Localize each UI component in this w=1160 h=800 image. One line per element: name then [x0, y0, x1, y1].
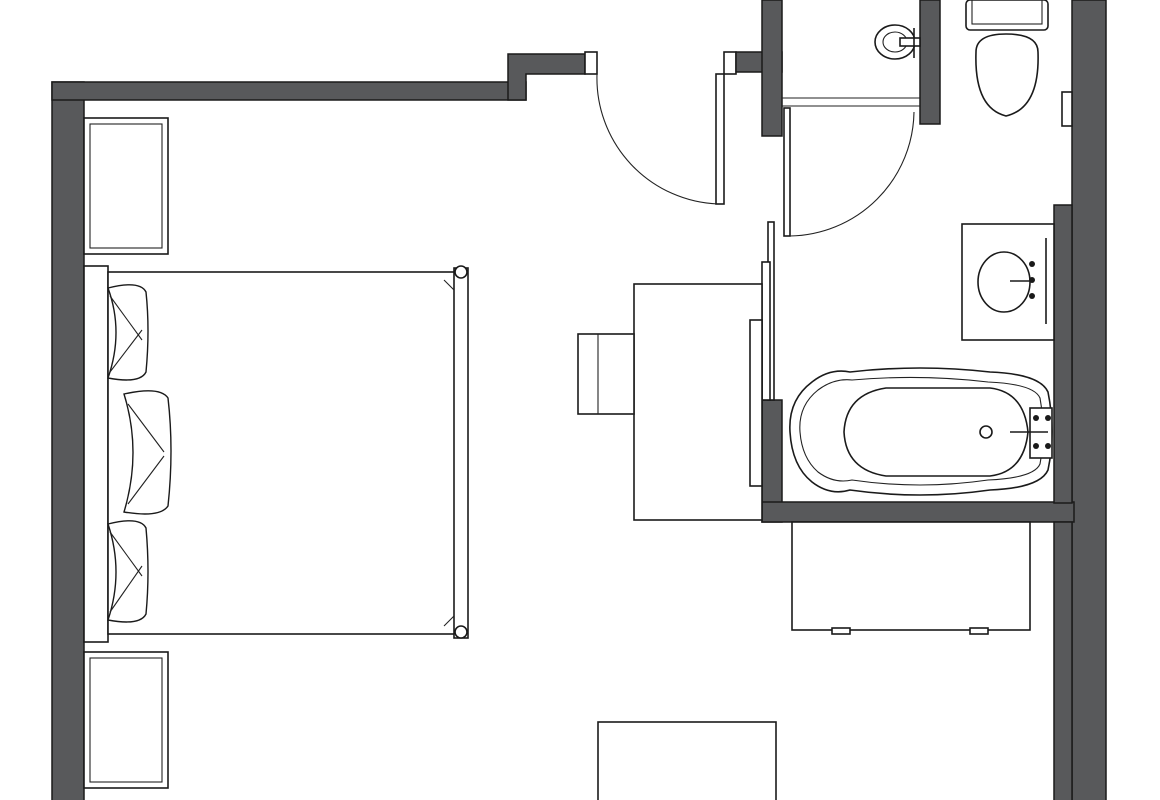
pillow: [107, 520, 149, 623]
walls: [51, 0, 1107, 800]
nightstand: [83, 117, 169, 255]
sliding-panel[interactable]: [761, 221, 775, 401]
bathroom-door[interactable]: [782, 97, 920, 237]
wardrobe: [749, 319, 763, 487]
nightstand: [83, 651, 169, 789]
door-jamb-right: [723, 51, 737, 75]
wall-bath-right-lining: [1053, 204, 1073, 504]
wall-bath-bottom: [761, 501, 1075, 523]
bathtub: [789, 367, 1053, 496]
door-jamb-left: [584, 51, 598, 75]
entry-door-swing-arc: [596, 73, 719, 205]
luggage-rack: [597, 721, 777, 800]
bed-footboard: [453, 267, 469, 639]
bed-headboard: [83, 265, 109, 643]
toilet-tank: [965, 0, 1049, 31]
entry-door-leaf: [715, 73, 725, 205]
toilet: [965, 0, 1073, 127]
bathroom-sink: [961, 223, 1055, 341]
wall-bath-left-upper: [761, 0, 783, 137]
toilet-bowl: [975, 33, 1039, 117]
entry-door[interactable]: [596, 73, 725, 205]
double-bed: [83, 265, 469, 643]
wall-left: [51, 81, 85, 800]
wall-top-step: [507, 53, 586, 101]
sliding-panel-leaf: [761, 261, 771, 401]
wall-right-lower-lining: [1053, 521, 1073, 800]
wall-top-left: [51, 81, 527, 101]
bathroom-door-leaf: [783, 107, 791, 237]
wall-sink: [874, 24, 921, 60]
wall-right: [1071, 0, 1107, 800]
wall-bath-divider: [919, 0, 941, 125]
dresser: [791, 521, 1031, 635]
desk: [633, 283, 763, 521]
bathroom-door-swing-arc: [789, 111, 915, 237]
bathtub-basin: [843, 387, 1029, 477]
pillow: [123, 390, 172, 515]
pillow: [107, 284, 149, 381]
desk-chair: [577, 333, 635, 415]
